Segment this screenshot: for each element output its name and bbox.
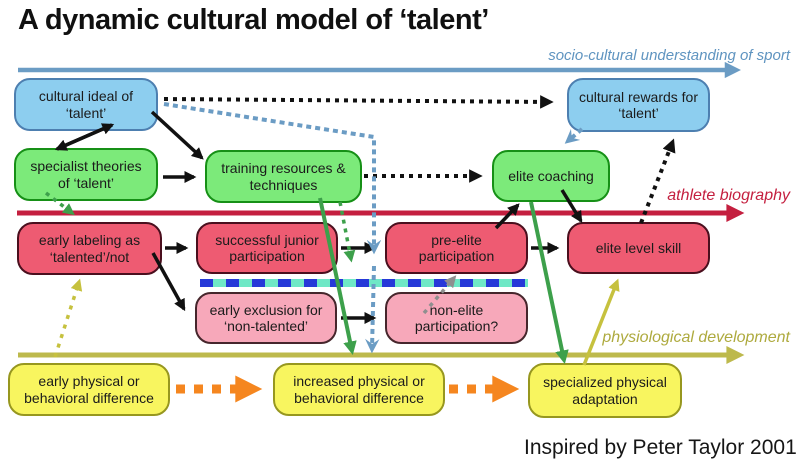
- box-elite-level-skill: elite level skill: [567, 222, 710, 274]
- box-successful-junior: successful junior participation: [196, 222, 338, 274]
- box-increased-physical: increased physical or behavioral differe…: [273, 363, 445, 416]
- arrow-skill-to-rewards: [639, 138, 676, 224]
- box-non-elite: non-elite participation?: [385, 292, 528, 344]
- socio-cultural-axis-label: socio-cultural understanding of sport: [548, 47, 790, 64]
- black-solid-arrows: [54, 110, 583, 324]
- box-early-physical: early physical or behavioral difference: [8, 363, 170, 416]
- arrow-ideal-to-training: [150, 110, 204, 160]
- box-early-labeling: early labeling as ‘talented’/not: [17, 222, 162, 275]
- attribution-caption: Inspired by Peter Taylor 2001: [524, 436, 797, 459]
- page-title: A dynamic cultural model of ‘talent’: [18, 4, 489, 36]
- arrow-earlyphysical-to-labeling: [53, 278, 83, 358]
- arrow-barrier-to-increased: [365, 265, 380, 354]
- arrow-training-to-barrier: [338, 201, 356, 263]
- box-training-resources: training resources & techniques: [205, 150, 362, 203]
- box-pre-elite: pre-elite participation: [385, 222, 528, 274]
- box-specialist-theories: specialist theories of ‘talent’: [14, 148, 158, 201]
- athlete-biography-axis-label: athlete biography: [667, 187, 790, 204]
- box-cultural-ideal: cultural ideal of ‘talent’: [14, 78, 158, 131]
- physiological-axis-label: physiological development: [602, 329, 790, 346]
- box-early-exclusion: early exclusion for ‘non-talented’: [195, 292, 337, 344]
- arrow-specialized-to-skill: [582, 278, 620, 366]
- box-elite-coaching: elite coaching: [492, 150, 610, 202]
- box-specialized-physical: specialized physical adaptation: [528, 363, 682, 418]
- arrow-coaching-to-specialized: [529, 201, 569, 364]
- box-cultural-rewards: cultural rewards for ‘talent’: [567, 78, 710, 132]
- arrow-ideal-to-rewards: [163, 95, 554, 109]
